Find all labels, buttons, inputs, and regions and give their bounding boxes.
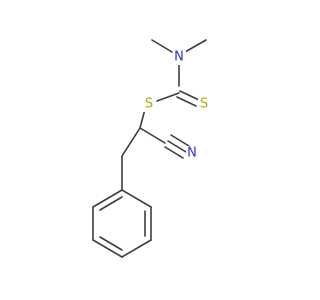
bond-n-methyl-right bbox=[184, 39, 207, 53]
atom-labels: N S S N bbox=[143, 50, 211, 161]
bond-s-ch bbox=[139, 108, 146, 129]
ring-inner-bond-2 bbox=[99, 236, 123, 251]
bond-ch-ch2 bbox=[121, 127, 141, 157]
atom-n-dimethylamino: N bbox=[173, 50, 186, 65]
atom-label-n1: N bbox=[174, 50, 184, 65]
ring-bond-6 bbox=[92, 189, 123, 208]
bond-cn-triple-c bbox=[170, 134, 190, 147]
ring-bond-3 bbox=[121, 239, 152, 258]
atom-s-thioether: S bbox=[143, 97, 156, 112]
atom-label-s1: S bbox=[145, 97, 153, 112]
bond-c-s-double-a bbox=[179, 90, 200, 101]
ring-bond-4 bbox=[92, 239, 123, 258]
atom-label-n2: N bbox=[187, 146, 197, 161]
bonds bbox=[92, 39, 207, 258]
molecule-structure: N S S N bbox=[92, 39, 211, 258]
atom-s-thiocarbonyl: S bbox=[198, 97, 211, 112]
ring-inner-bond-3 bbox=[99, 196, 123, 211]
bond-cn-triple-b bbox=[164, 146, 184, 159]
bond-n-methyl-left bbox=[151, 39, 173, 53]
atom-label-s2: S bbox=[200, 97, 208, 112]
bond-cn-triple-a bbox=[167, 140, 187, 153]
atom-n-nitrile: N bbox=[186, 146, 199, 161]
bond-ch-cn bbox=[139, 127, 166, 144]
ring-bond-1 bbox=[121, 189, 152, 208]
bond-c-s-single bbox=[156, 92, 180, 102]
bond-c-s-double-b bbox=[176, 96, 197, 107]
